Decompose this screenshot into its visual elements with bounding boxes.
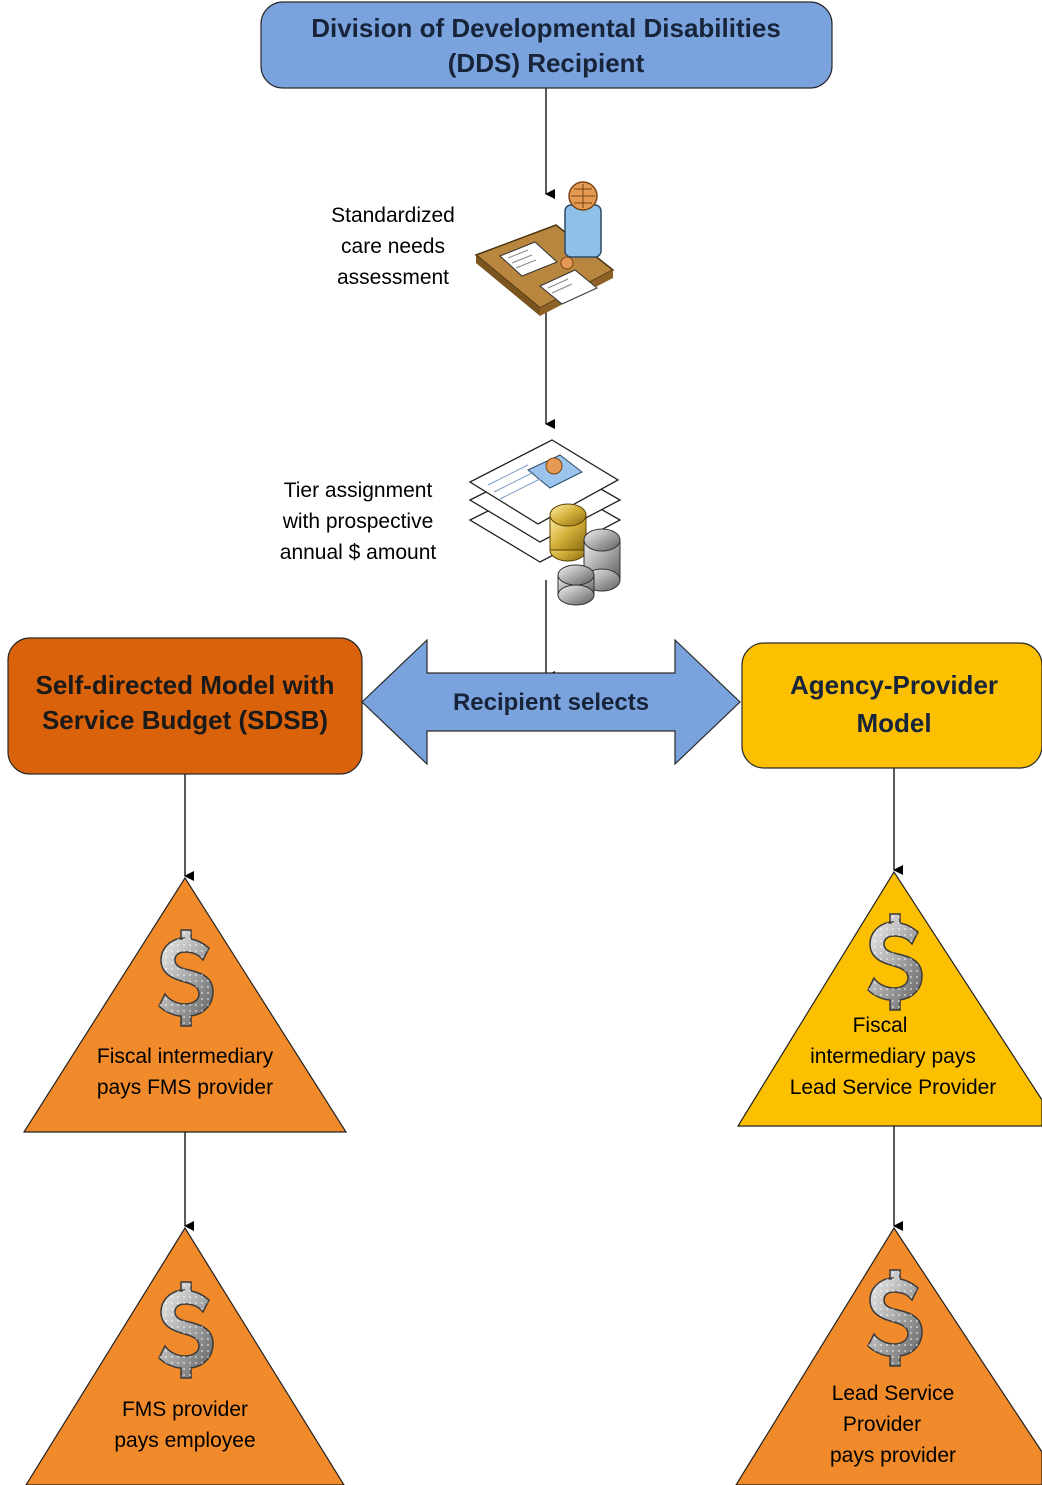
agency-title-line1: Agency-Provider <box>790 670 998 700</box>
agency-step2-line1: Lead Service <box>832 1382 955 1405</box>
assessment-caption-line1: Standardized <box>331 204 455 227</box>
documents-and-coins-icon <box>468 439 622 606</box>
recipient-title-line2: (DDS) Recipient <box>448 48 645 78</box>
agency-step1-line1: Fiscal <box>853 1014 908 1037</box>
agency-step1: Fiscal intermediary pays Lead Service Pr… <box>736 870 1042 1127</box>
recipient-selects-label: Recipient selects <box>453 689 649 716</box>
agency-step2-line2: Provider <box>843 1413 921 1436</box>
double-arrow-shape <box>361 638 741 766</box>
assessment-caption-line2: care needs <box>341 235 445 258</box>
agency-box-shape <box>741 642 1042 769</box>
sdsb-title-line1: Self-directed Model with <box>35 670 334 700</box>
tier-caption-line3: annual $ amount <box>280 541 437 564</box>
tier-caption-line1: Tier assignment <box>284 479 433 502</box>
sdsb-step2: FMS provider pays employee <box>25 1226 345 1485</box>
recipient-box: Division of Developmental Disabilities (… <box>260 1 833 89</box>
tier-caption-line2: with prospective <box>282 510 434 533</box>
tier-node: Tier assignment with prospective annual … <box>280 439 622 606</box>
recipient-selects-arrow: Recipient selects <box>361 638 741 766</box>
sdsb-step1: Fiscal intermediary pays FMS provider <box>22 876 348 1133</box>
sdsb-step2-line1: FMS provider <box>122 1398 248 1421</box>
agency-box: Agency-Provider Model <box>741 642 1042 769</box>
assessment-node: Standardized care needs assessment <box>331 181 615 316</box>
sdsb-step2-line2: pays employee <box>114 1429 255 1452</box>
agency-step2-line3: pays provider <box>830 1444 956 1467</box>
recipient-title-line1: Division of Developmental Disabilities <box>311 13 781 43</box>
sdsb-box: Self-directed Model with Service Budget … <box>7 637 363 775</box>
sdsb-box-shape <box>7 637 363 775</box>
agency-title-line2: Model <box>856 708 931 738</box>
sdsb-step1-line2: pays FMS provider <box>97 1076 273 1099</box>
person-at-desk-icon <box>474 181 615 316</box>
agency-step2: Lead Service Provider pays provider <box>735 1226 1042 1485</box>
recipient-box-shape <box>260 1 833 89</box>
agency-step1-line3: Lead Service Provider <box>790 1076 997 1099</box>
connectors <box>184 88 903 1231</box>
sdsb-step1-line1: Fiscal intermediary <box>97 1045 274 1068</box>
agency-step1-line2: intermediary pays <box>810 1045 976 1068</box>
sdsb-title-line2: Service Budget (SDSB) <box>42 705 328 735</box>
assessment-caption-line3: assessment <box>337 266 449 289</box>
